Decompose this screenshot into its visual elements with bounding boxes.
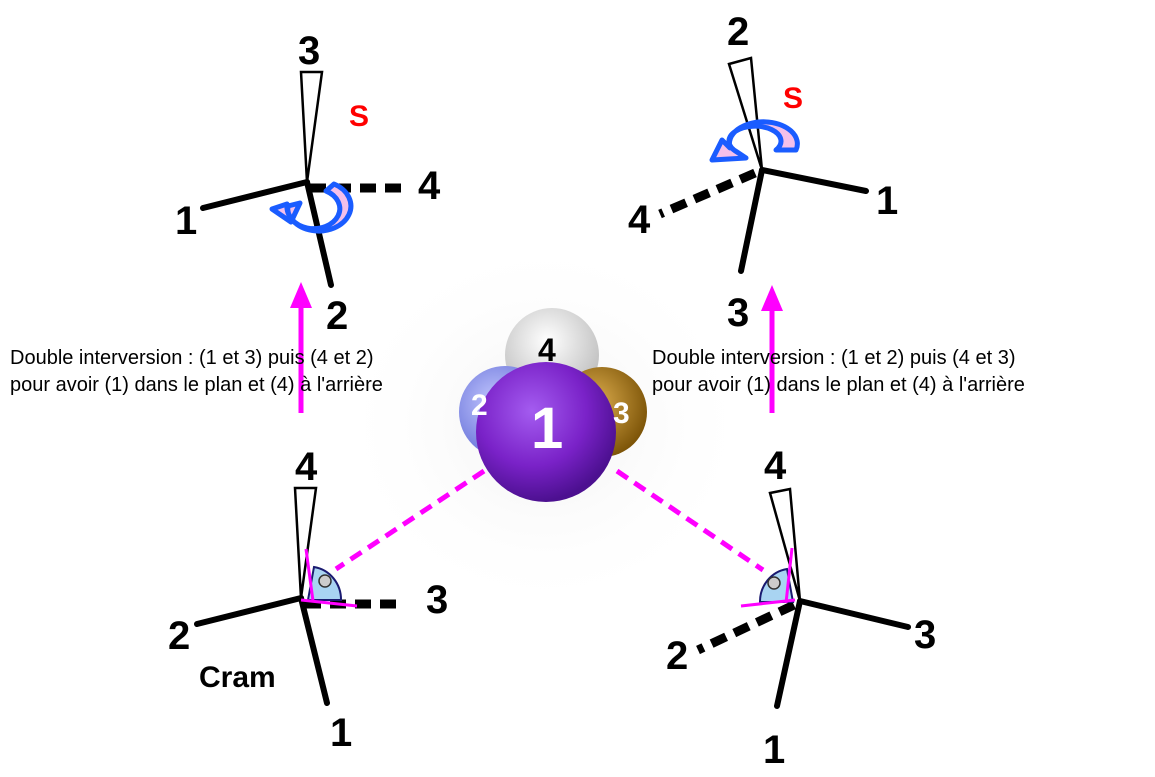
bond-2: [194, 595, 304, 627]
wedge-bond-4: [293, 486, 318, 599]
hash-bond-2: [696, 600, 796, 655]
bl-label-3: 3: [426, 578, 449, 622]
rotation-arrow-icon: [269, 181, 354, 234]
atom-1: [476, 362, 616, 502]
wedge-bond-2: [727, 56, 764, 171]
atom-label-1: 1: [531, 396, 564, 461]
arrow-right: [761, 285, 783, 413]
sight-line-right: [615, 468, 765, 573]
hash-bond-4: [658, 168, 757, 219]
atom-label-3: 3: [613, 397, 630, 430]
bl-label-2: 2: [168, 614, 191, 658]
note-right-line2: pour avoir (1) dans le plan et (4) à l'a…: [652, 374, 1025, 396]
tr-label-2: 2: [727, 10, 750, 54]
tl-label-3: 3: [298, 29, 321, 73]
bond-1: [200, 179, 310, 211]
cram-caption: Cram: [199, 661, 276, 694]
atom-label-2: 2: [471, 389, 488, 422]
tl-label-4: 4: [418, 164, 441, 208]
wedge-bond-3: [299, 70, 324, 183]
bl-label-4: 4: [295, 445, 318, 489]
br-label-2: 2: [666, 634, 689, 678]
bond-3: [797, 598, 911, 630]
sight-line-left: [334, 468, 486, 572]
note-right: Double interversion : (1 et 2) puis (4 e…: [652, 345, 1025, 399]
tl-config-label: S: [349, 100, 370, 133]
bond-1: [298, 595, 330, 706]
tr-label-3: 3: [727, 291, 750, 335]
tl-label-1: 1: [175, 199, 198, 243]
note-left-line2: pour avoir (1) dans le plan et (4) à l'a…: [10, 374, 383, 396]
arrow-left: [290, 282, 312, 413]
note-left-line1: Double interversion : (1 et 3) puis (4 e…: [10, 347, 374, 369]
top-right-structure: [658, 56, 869, 274]
wedge-bond-4: [768, 487, 802, 602]
bond-3: [738, 167, 765, 274]
br-label-4: 4: [764, 444, 787, 488]
bl-label-1: 1: [330, 711, 353, 755]
bottom-left-structure: [194, 486, 405, 706]
atom-label-4: 4: [538, 332, 556, 368]
tl-label-2: 2: [326, 294, 349, 338]
tr-label-1: 1: [876, 179, 899, 223]
note-right-line1: Double interversion : (1 et 2) puis (4 e…: [652, 347, 1016, 369]
tr-config-label: S: [783, 82, 804, 115]
top-left-structure: [200, 70, 410, 288]
bond-1: [774, 598, 803, 709]
tr-label-4: 4: [628, 198, 651, 242]
bottom-right-structure: [696, 487, 911, 709]
rotation-arrow-icon: [709, 119, 800, 163]
br-label-1: 1: [763, 728, 786, 772]
molecule-model: [459, 308, 647, 502]
bond-1: [759, 167, 869, 194]
br-label-3: 3: [914, 613, 937, 657]
note-left: Double interversion : (1 et 3) puis (4 e…: [10, 345, 383, 399]
